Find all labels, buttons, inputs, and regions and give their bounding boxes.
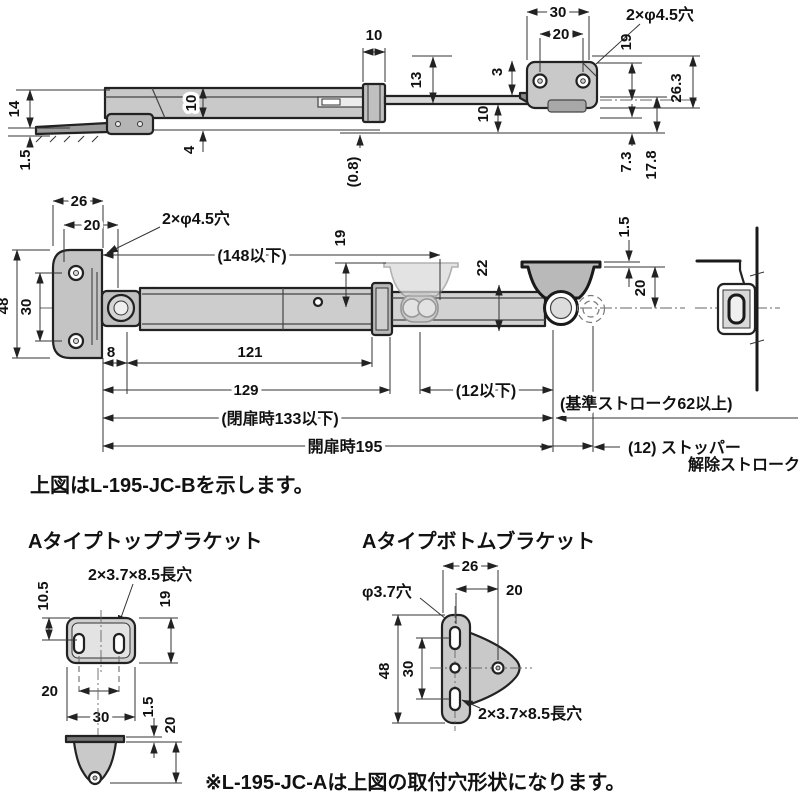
elevation-lever: [34, 121, 110, 143]
plan-side-view-bracket: [695, 226, 780, 392]
top-bracket-detail: Aタイプトップブラケット 2×3.7×8.5長穴 10.5 19 20 30: [28, 529, 262, 786]
dim-26-plan: 26: [71, 193, 88, 210]
dim-closed-133: (閉扉時133以下): [221, 409, 338, 428]
dim-10-body: 10: [183, 95, 200, 112]
dim-release-line1: (12) ストッパー: [628, 439, 741, 457]
dim-121: 121: [237, 344, 262, 361]
bottom-bracket-slot-callout: 2×3.7×8.5長穴: [478, 704, 582, 723]
dim-3: 3: [489, 68, 506, 76]
dim-30-bottom-bracket: 30: [400, 661, 417, 678]
dim-1-5-elev: 1.5: [17, 150, 34, 171]
dim-10-top: 10: [366, 27, 383, 44]
dim-0-8: (0.8): [345, 157, 362, 188]
dim-20-top-bracket: 20: [41, 683, 58, 700]
dim-26-3: 26.3: [668, 73, 685, 102]
dim-48-plan: 48: [0, 298, 12, 315]
dim-4: 4: [181, 145, 198, 154]
dim-1-5-top-bracket: 1.5: [140, 697, 157, 718]
dim-20: 20: [553, 26, 570, 43]
elevation-top-bracket: [525, 60, 599, 113]
dim-19-top-bracket: 19: [157, 591, 174, 608]
dim-22: 22: [474, 260, 491, 277]
dim-20-plan: 20: [84, 217, 101, 234]
hole-callout-plan: 2×φ4.5穴: [162, 209, 230, 228]
dim-20-plan-right: 20: [632, 280, 649, 297]
dim-open-195: 開扉時195: [308, 437, 383, 456]
dim-20-top-bracket-side: 20: [162, 717, 179, 734]
dim-1-5-plan: 1.5: [616, 217, 633, 238]
elevation-view: 10 13 3 10 30 20 2×φ4.5穴 19 26.3 7.3 17.…: [6, 1, 700, 188]
dim-30: 30: [550, 4, 567, 21]
dim-19-elev: 19: [618, 34, 635, 51]
dim-release-line2: 解除ストローク: [688, 455, 800, 474]
dim-19-plan: 19: [332, 230, 349, 247]
dim-8: 8: [107, 344, 115, 361]
dim-7-3: 7.3: [618, 152, 635, 173]
dim-13: 13: [408, 72, 425, 89]
dim-14: 14: [6, 100, 23, 117]
dim-48-bottom-bracket: 48: [376, 663, 393, 680]
dim-26-bottom-bracket: 26: [462, 558, 479, 575]
dim-30-top-bracket: 30: [93, 709, 110, 726]
elevation-body: [103, 86, 367, 136]
bottom-note: ※L-195-JC-Aは上図の取付穴形状になります。: [205, 770, 625, 794]
dim-10-5: 10.5: [35, 581, 52, 610]
top-bracket-side-view: [64, 668, 126, 786]
elevation-slider-block: [361, 82, 387, 124]
plan-arm: [138, 281, 547, 337]
top-bracket-title: Aタイプトップブラケット: [28, 529, 262, 553]
caption-model-note: 上図はL-195-JC-Bを示します。: [30, 474, 314, 497]
dim-stroke-62: (基準ストローク62以上): [560, 394, 732, 413]
dim-20-bottom-bracket: 20: [506, 582, 523, 599]
dim-148max: (148以下): [217, 247, 286, 265]
dim-30-plan: 30: [18, 299, 35, 316]
dim-10-rod: 10: [475, 106, 492, 123]
plan-cup-bracket: [520, 260, 606, 326]
top-bracket-slot-callout: 2×3.7×8.5長穴: [88, 565, 192, 584]
bottom-bracket-plate: [430, 606, 532, 731]
hole-callout-elevation: 2×φ4.5穴: [626, 5, 694, 24]
elevation-rod: [383, 94, 537, 106]
bottom-bracket-hole-callout: φ3.7穴: [362, 582, 412, 601]
dim-129: 129: [233, 382, 258, 399]
dim-12max: (12以下): [456, 382, 516, 400]
plan-view: 26 20 2×φ4.5穴 (148以下) 19 22 1.5 20 48: [0, 190, 800, 475]
dim-17-8: 17.8: [643, 150, 660, 179]
plan-mount-plate: [51, 248, 142, 360]
bottom-bracket-detail: Aタイプボトムブラケット φ3.7穴 26 20 48 30: [362, 529, 595, 731]
bottom-bracket-title: Aタイプボトムブラケット: [362, 529, 595, 553]
